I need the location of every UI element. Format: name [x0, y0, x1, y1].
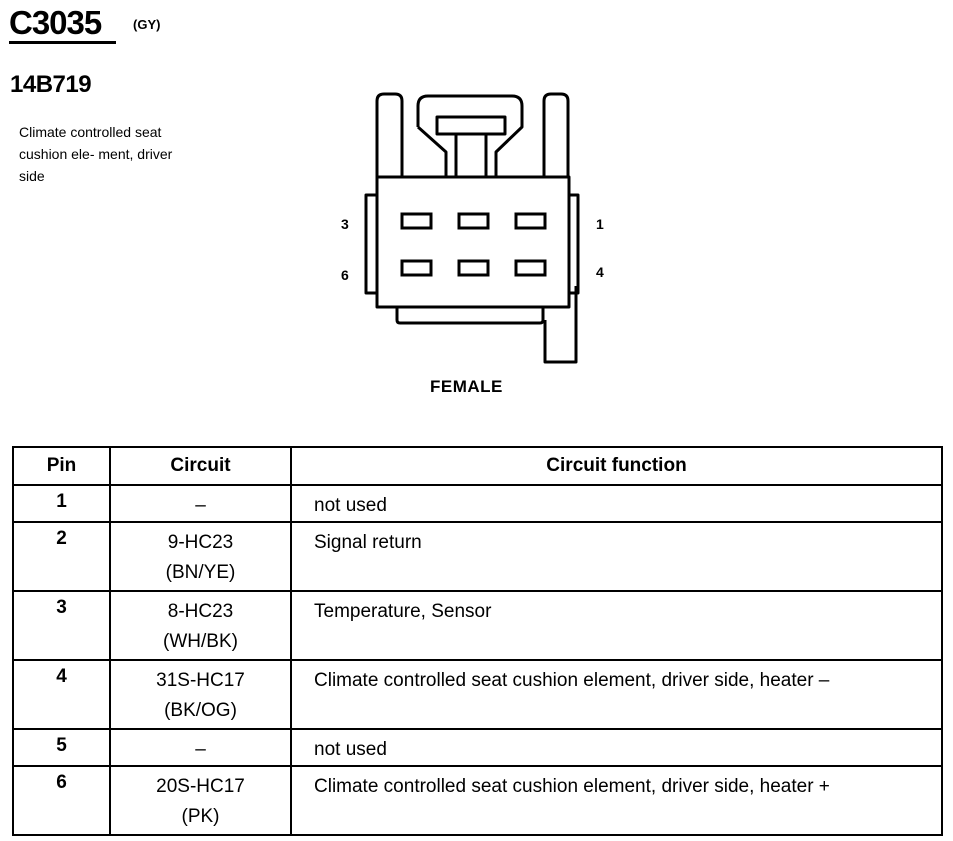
- pin-cavity-1: [514, 212, 547, 230]
- circuit-id: –: [195, 739, 206, 760]
- circuit-cell: –: [109, 484, 292, 523]
- pin-cavity-4: [514, 259, 547, 277]
- wire-color: (WH/BK): [163, 631, 238, 652]
- left-side-rib: [364, 193, 377, 295]
- pin-label-3: 3: [341, 216, 349, 232]
- pin-label-6: 6: [341, 267, 349, 283]
- table-row: 5 – not used: [12, 728, 943, 767]
- right-side-rib: [569, 193, 580, 295]
- pin-label-1: 1: [596, 216, 604, 232]
- circuit-cell: 31S-HC17 (BK/OG): [109, 659, 292, 730]
- header-circuit-function: Circuit function: [290, 446, 943, 486]
- pin-number: 5: [12, 728, 111, 767]
- circuit-id: 9-HC23: [167, 532, 234, 553]
- connector-id-underline: [9, 41, 116, 44]
- header-circuit: Circuit: [109, 446, 292, 486]
- pin-number: 1: [12, 484, 111, 523]
- circuit-function: Temperature, Sensor: [290, 590, 943, 661]
- table-row: 2 9-HC23 (BN/YE) Signal return: [12, 521, 943, 592]
- wire-lead: [543, 286, 578, 364]
- right-latch-post: [542, 92, 570, 177]
- circuit-id: 31S-HC17: [156, 670, 245, 691]
- connector-body: [375, 175, 571, 309]
- circuit-cell: 8-HC23 (WH/BK): [109, 590, 292, 661]
- pin-number: 3: [12, 590, 111, 661]
- wire-color: (PK): [181, 806, 220, 827]
- circuit-id: 8-HC23: [167, 601, 234, 622]
- part-number: 14B719: [10, 71, 92, 98]
- pin-label-4: 4: [596, 264, 604, 280]
- circuit-cell: –: [109, 728, 292, 767]
- latch-tab: [435, 115, 507, 136]
- part-description: Climate controlled seat cushion ele- men…: [19, 124, 173, 184]
- wire-color: (BK/OG): [164, 700, 237, 721]
- pin-number: 4: [12, 659, 111, 730]
- latch-arm: [416, 94, 524, 177]
- table-row: 1 – not used: [12, 484, 943, 523]
- circuit-function: Climate controlled seat cushion element,…: [290, 659, 943, 730]
- connector-id: C3035: [9, 4, 102, 41]
- left-latch-post: [375, 92, 404, 177]
- table-row: 3 8-HC23 (WH/BK) Temperature, Sensor: [12, 590, 943, 661]
- connector-color-code: (GY): [133, 17, 161, 32]
- connector-face-diagram: 3 1 6 4: [341, 92, 604, 364]
- pin-cavity-2: [457, 212, 490, 230]
- circuit-function: not used: [290, 728, 943, 767]
- table-row: 6 20S-HC17 (PK) Climate controlled seat …: [12, 765, 943, 836]
- circuit-cell: 20S-HC17 (PK): [109, 765, 292, 836]
- pin-cavity-6: [400, 259, 433, 277]
- circuit-id: –: [195, 495, 206, 516]
- circuit-function: not used: [290, 484, 943, 523]
- table-header-row: Pin Circuit Circuit function: [12, 446, 943, 486]
- header-pin: Pin: [12, 446, 111, 486]
- pin-cavity-5: [457, 259, 490, 277]
- table-row: 4 31S-HC17 (BK/OG) Climate controlled se…: [12, 659, 943, 730]
- pin-cavity-3: [400, 212, 433, 230]
- pin-number: 2: [12, 521, 111, 592]
- circuit-id: 20S-HC17: [156, 776, 245, 797]
- circuit-function: Signal return: [290, 521, 943, 592]
- circuit-function: Climate controlled seat cushion element,…: [290, 765, 943, 836]
- circuit-cell: 9-HC23 (BN/YE): [109, 521, 292, 592]
- pinout-table: Pin Circuit Circuit function 1 – not use…: [12, 446, 943, 836]
- bottom-skirt: [395, 307, 545, 325]
- wire-color: (BN/YE): [165, 562, 236, 583]
- view-label: FEMALE: [430, 377, 503, 396]
- pin-number: 6: [12, 765, 111, 836]
